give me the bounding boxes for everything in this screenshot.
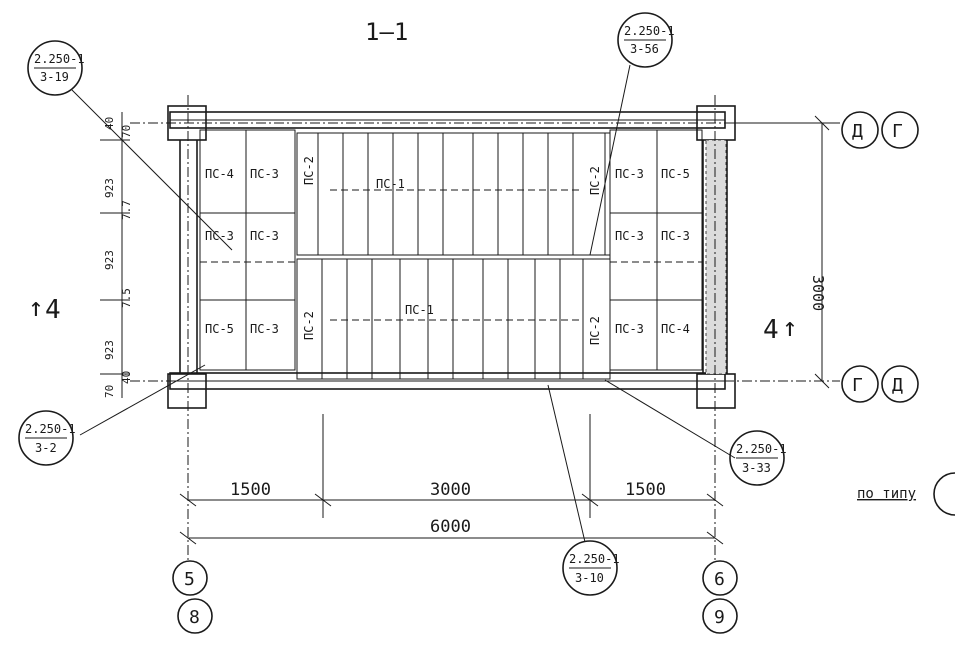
dim-left: 1500 <box>230 480 271 500</box>
axis-bubbles-bottom: 5 8 6 9 <box>172 560 738 634</box>
panel-label-vertical: ПС-2 <box>302 311 316 340</box>
callout-top: 2.250-1 <box>34 52 85 66</box>
callout-bottom: 3-33 <box>742 461 771 475</box>
callout-top: 2.250-1 <box>25 422 76 436</box>
dim-top-small2: 70 <box>120 125 133 138</box>
dim-right: 1500 <box>625 480 666 500</box>
section-mark-left-num: 4 <box>45 295 61 325</box>
panel-label: ПС-1 <box>405 303 434 317</box>
axis-mark: 6 <box>714 569 725 590</box>
panel-grid-left <box>199 129 296 371</box>
dim-bottom-small: 40 <box>120 371 133 384</box>
callout-3-10: 2.250-1 3-10 <box>562 540 620 596</box>
callout-3-56: 2.250-1 3-56 <box>617 12 675 68</box>
callout-top: 2.250-1 <box>736 442 787 456</box>
callout-top: 2.250-1 <box>569 552 620 566</box>
leader-lines <box>71 64 736 543</box>
section-mark-right-num: 4 <box>763 315 779 345</box>
callout-bottom: 3-56 <box>630 42 659 56</box>
axis-mark: 9 <box>714 607 725 628</box>
panel-strips-top <box>296 132 611 256</box>
dim-total: 6000 <box>430 517 471 537</box>
callout-3-2: 2.250-1 3-2 <box>18 410 76 466</box>
callouts: 2.250-1 3-19 2.250-1 3-56 2.250-1 3-2 2.… <box>18 12 787 596</box>
dim-gap: 7.5 <box>120 288 133 308</box>
horizontal-dimensions: 1500 3000 1500 6000 <box>179 414 724 545</box>
columns <box>167 105 736 409</box>
dim-middle: 3000 <box>430 480 471 500</box>
dim-seg: 923 <box>103 178 116 198</box>
callout-bottom: 3-19 <box>40 70 69 84</box>
panel-strips-bottom <box>296 258 611 380</box>
dim-top-small: 40 <box>103 117 116 130</box>
panel-label: ПС-3 <box>615 229 644 243</box>
panel-label: ПС-3 <box>250 229 279 243</box>
callout-3-33: 2.250-1 3-33 <box>729 430 787 486</box>
panel-label: ПС-4 <box>205 167 234 181</box>
axis-mark: Г <box>892 121 903 142</box>
callout-bottom: 3-2 <box>35 441 57 455</box>
section-mark-left: ↑ <box>28 293 44 323</box>
dim-bottom-small2: 70 <box>103 385 116 398</box>
axis-mark: Д <box>852 121 863 142</box>
vertical-dimensions-left: 923 923 923 7.7 7.5 40 70 40 70 <box>100 112 133 398</box>
axis-bubbles-right: Д Г Г Д <box>725 111 919 403</box>
vertical-dimensions-right: 3000 <box>809 115 830 389</box>
panel-label: ПС-4 <box>661 322 690 336</box>
panel-label-vertical: ПС-2 <box>302 156 316 185</box>
callout-3-19: 2.250-1 3-19 <box>27 40 85 96</box>
axis-lines <box>130 95 840 560</box>
callout-top: 2.250-1 <box>624 24 675 38</box>
axis-mark: 5 <box>184 569 195 590</box>
panel-label: ПС-3 <box>205 229 234 243</box>
panel-label: ПС-3 <box>615 167 644 181</box>
dim-right-total: 3000 <box>809 275 827 311</box>
panel-label: ПС-5 <box>661 167 690 181</box>
panel-labels: ПС-4 ПС-3 ПС-3 ПС-3 ПС-5 ПС-3 ПС-3 ПС-5 … <box>205 156 690 345</box>
section-marks: ↑ 4 4 ↑ <box>28 293 798 345</box>
dim-gap: 7.7 <box>120 200 133 220</box>
axis-mark: 8 <box>189 607 200 628</box>
dim-seg: 923 <box>103 250 116 270</box>
panel-label: ПС-3 <box>661 229 690 243</box>
panel-label: ПС-5 <box>205 322 234 336</box>
panel-label-vertical: ПС-2 <box>588 166 602 195</box>
panel-label: ПС-1 <box>376 177 405 191</box>
panel-label: ПС-3 <box>615 322 644 336</box>
callout-bottom: 3-10 <box>575 571 604 585</box>
axis-mark: Д <box>892 375 903 396</box>
panel-label: ПС-3 <box>250 322 279 336</box>
note: по типу <box>857 472 955 516</box>
side-beams <box>179 139 728 375</box>
panel-label-vertical: ПС-2 <box>588 316 602 345</box>
axis-mark: Г <box>852 375 863 396</box>
panel-label: ПС-3 <box>250 167 279 181</box>
section-mark-right: ↑ <box>782 313 798 343</box>
section-title: 1—1 <box>365 18 408 46</box>
main-beams <box>169 111 726 390</box>
note-text: по типу <box>857 486 916 502</box>
dim-seg: 923 <box>103 340 116 360</box>
